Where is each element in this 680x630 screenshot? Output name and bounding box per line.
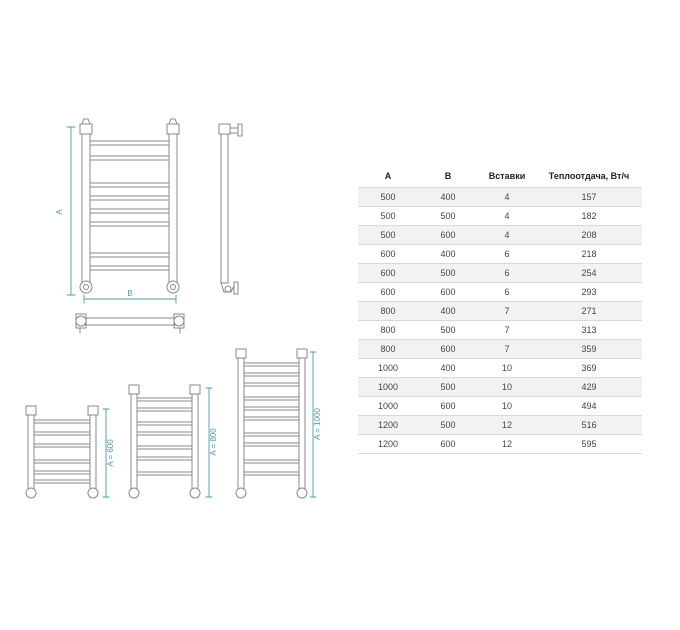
cell-a: 1200 [358, 415, 418, 435]
cell-a: 600 [358, 282, 418, 302]
cell-inserts: 10 [478, 377, 536, 397]
cell-b: 600 [418, 339, 478, 359]
cell-inserts: 7 [478, 320, 536, 340]
cell-inserts: 10 [478, 396, 536, 416]
cell-heat-output: 271 [536, 301, 642, 321]
cell-heat-output: 595 [536, 434, 642, 454]
cell-heat-output: 254 [536, 263, 642, 283]
main-side-view [218, 123, 243, 295]
cell-b: 600 [418, 396, 478, 416]
cell-inserts: 7 [478, 339, 536, 359]
cell-inserts: 6 [478, 282, 536, 302]
table-header-row: A B Вставки Теплоотдача, Вт/ч [358, 165, 642, 188]
cell-a: 800 [358, 320, 418, 340]
cell-b: 500 [418, 415, 478, 435]
main-rungs [89, 140, 170, 271]
cell-a: 800 [358, 301, 418, 321]
cell-a: 600 [358, 263, 418, 283]
cell-a: 500 [358, 225, 418, 245]
main-dimensions [66, 126, 177, 304]
cell-a: 1000 [358, 377, 418, 397]
cell-b: 400 [418, 187, 478, 207]
large-radiator [235, 348, 308, 499]
cell-a: 600 [358, 244, 418, 264]
cell-b: 500 [418, 206, 478, 226]
cell-b: 400 [418, 301, 478, 321]
cell-inserts: 4 [478, 225, 536, 245]
cell-inserts: 12 [478, 434, 536, 454]
cell-a: 1000 [358, 358, 418, 378]
small-radiator [25, 405, 99, 499]
cell-heat-output: 157 [536, 187, 642, 207]
cell-inserts: 7 [478, 301, 536, 321]
cell-b: 600 [418, 434, 478, 454]
cell-b: 400 [418, 244, 478, 264]
cell-inserts: 4 [478, 206, 536, 226]
cell-inserts: 12 [478, 415, 536, 435]
small-height-label: A = 600 [106, 439, 115, 467]
cell-heat-output: 359 [536, 339, 642, 359]
cell-b: 500 [418, 320, 478, 340]
cell-b: 500 [418, 263, 478, 283]
cell-a: 800 [358, 339, 418, 359]
cell-b: 600 [418, 282, 478, 302]
large-dimension [309, 351, 317, 498]
cell-heat-output: 293 [536, 282, 642, 302]
cell-heat-output: 369 [536, 358, 642, 378]
cell-heat-output: 218 [536, 244, 642, 264]
cell-inserts: 6 [478, 244, 536, 264]
main-width-label: B [127, 289, 132, 298]
main-bottom-view [75, 313, 185, 334]
cell-a: 1000 [358, 396, 418, 416]
medium-radiator [128, 384, 201, 499]
cell-heat-output: 182 [536, 206, 642, 226]
cell-b: 600 [418, 225, 478, 245]
cell-a: 500 [358, 206, 418, 226]
cell-a: 500 [358, 187, 418, 207]
cell-inserts: 4 [478, 187, 536, 207]
medium-dimension [205, 387, 213, 498]
cell-heat-output: 429 [536, 377, 642, 397]
cell-inserts: 10 [478, 358, 536, 378]
cell-heat-output: 494 [536, 396, 642, 416]
header-b: B [418, 165, 478, 188]
main-front-view [79, 118, 180, 294]
cell-inserts: 6 [478, 263, 536, 283]
cell-b: 400 [418, 358, 478, 378]
main-height-label: A [55, 209, 64, 215]
medium-height-label: A = 800 [209, 428, 218, 456]
cell-heat-output: 313 [536, 320, 642, 340]
cell-heat-output: 516 [536, 415, 642, 435]
header-a: A [358, 165, 418, 188]
large-height-label: A = 1000 [313, 408, 322, 440]
cell-b: 500 [418, 377, 478, 397]
header-inserts: Вставки [478, 165, 536, 188]
small-dimension [102, 408, 110, 498]
cell-a: 1200 [358, 434, 418, 454]
header-heat-output: Теплоотдача, Вт/ч [536, 165, 642, 188]
cell-heat-output: 208 [536, 225, 642, 245]
